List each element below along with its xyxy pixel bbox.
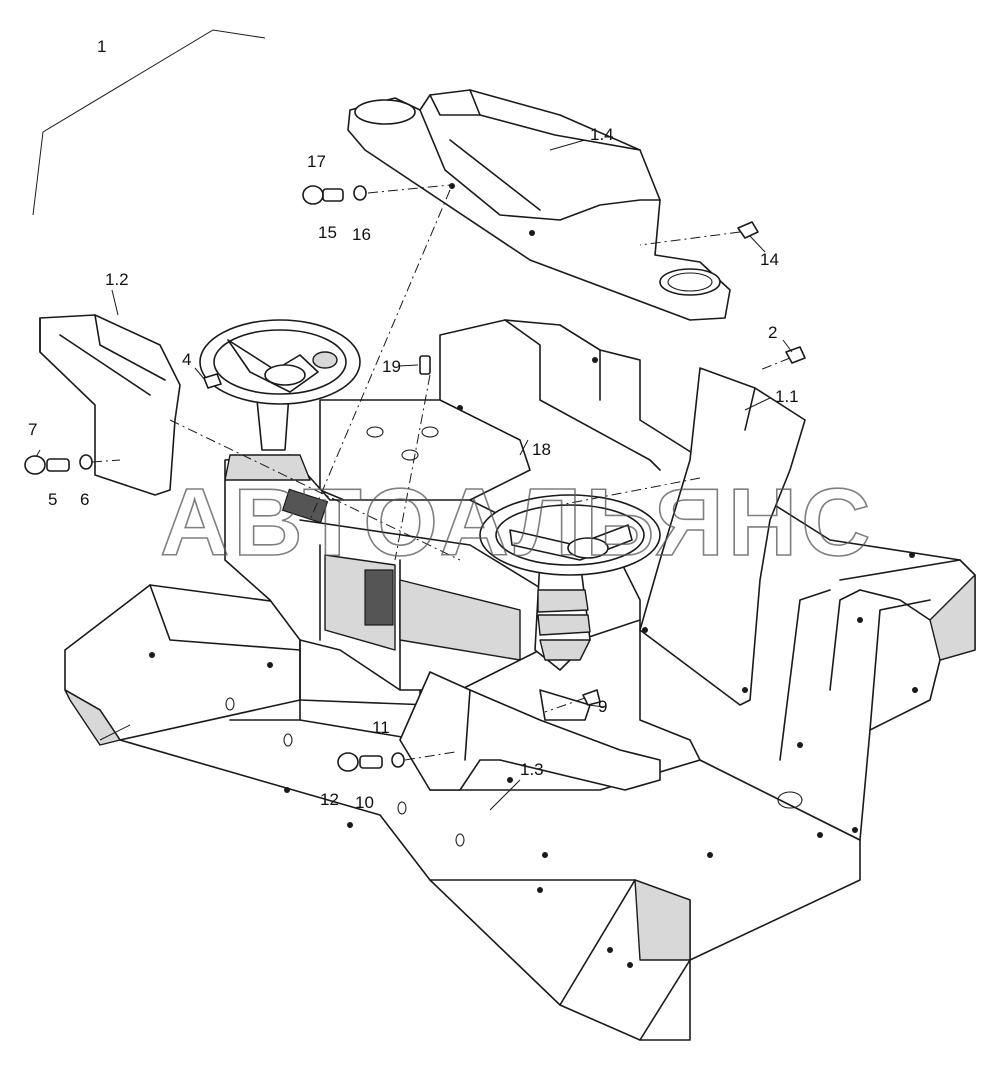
steering-wheel-upper [199, 319, 361, 405]
fasteners [24, 185, 806, 772]
part-1-1-right-panel [639, 367, 806, 706]
callout-2: 2 [768, 323, 777, 342]
callout-12: 12 [320, 790, 339, 809]
callout-18: 18 [532, 440, 551, 459]
callout-10: 10 [355, 793, 374, 812]
callout-17: 17 [307, 152, 326, 171]
steering-wheel-lower [479, 494, 661, 576]
callout-4: 4 [182, 350, 191, 369]
callout-5: 5 [48, 490, 57, 509]
callout-1-3: 1.3 [520, 760, 544, 779]
lower-front-panel [399, 671, 661, 791]
callout-14: 14 [760, 250, 779, 269]
callout-19: 19 [382, 357, 401, 376]
callout-1-2: 1.2 [105, 270, 129, 289]
part-1-2-left-panel [39, 314, 181, 496]
leader-lines [35, 139, 793, 811]
callout-9: 9 [598, 697, 607, 716]
watermark-text: АВТОАЛЬЯНС [160, 469, 874, 576]
callout-labels: 1 1.4 17 15 16 14 1.2 2 4 19 1.1 7 18 5 … [28, 37, 799, 812]
assembly-bracket-1 [32, 29, 266, 216]
callout-6: 6 [80, 490, 89, 509]
callout-1-1: 1.1 [775, 387, 799, 406]
part-1-4-top-cover [347, 89, 731, 321]
callout-15: 15 [318, 223, 337, 242]
callout-1-4: 1.4 [590, 125, 614, 144]
callout-1: 1 [97, 37, 106, 56]
callout-16: 16 [352, 225, 371, 244]
callout-11: 11 [372, 718, 390, 737]
base-frame [64, 319, 976, 1041]
callout-7: 7 [28, 420, 37, 439]
assembly-guide-lines [91, 184, 791, 761]
